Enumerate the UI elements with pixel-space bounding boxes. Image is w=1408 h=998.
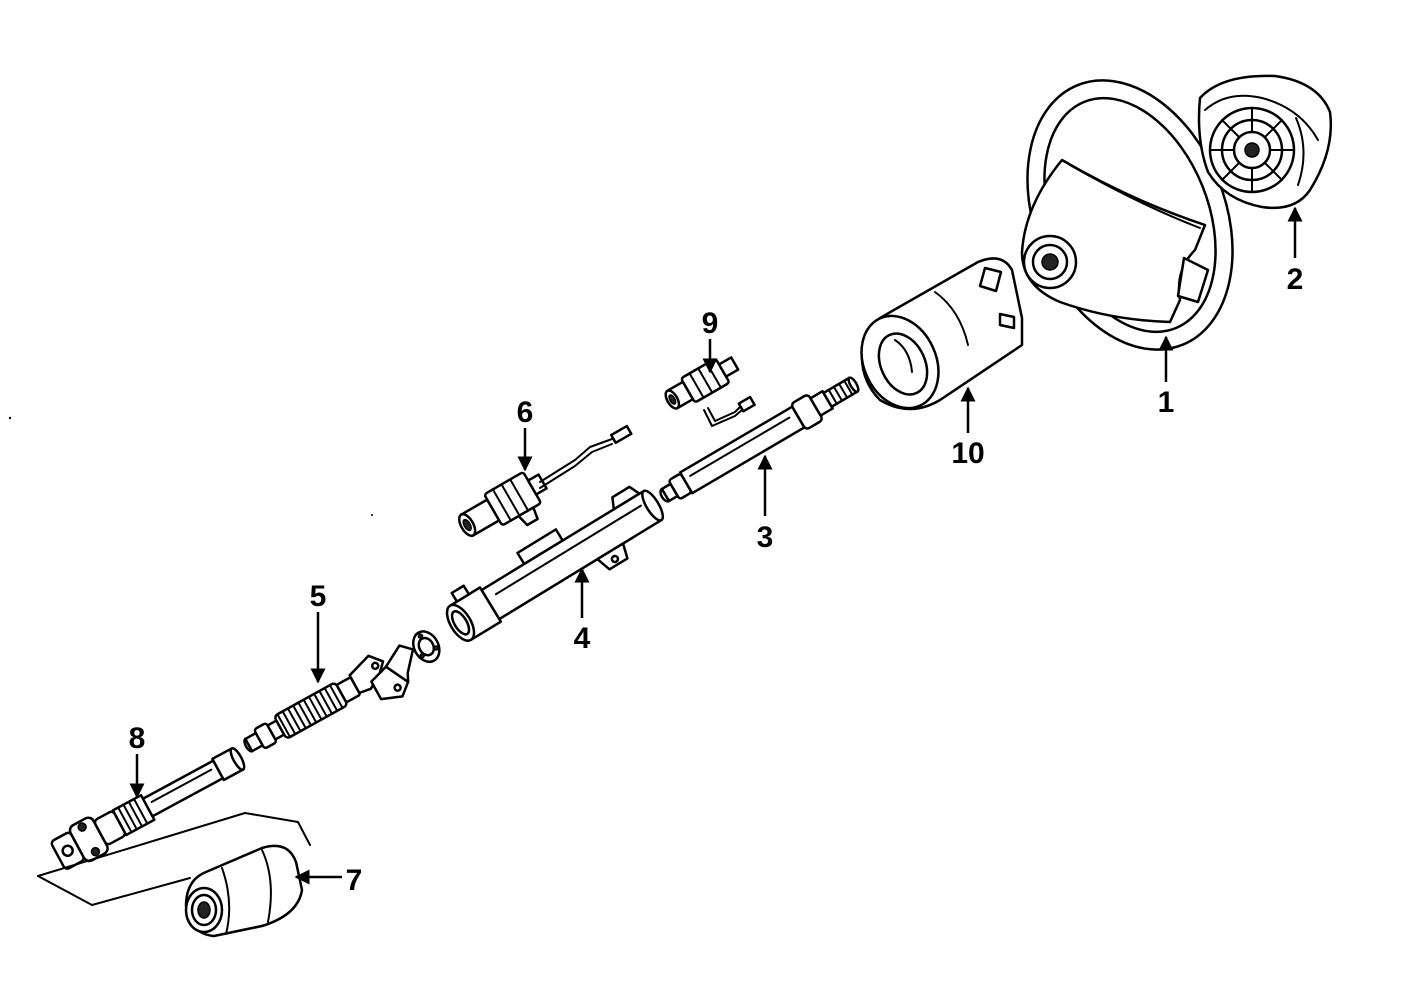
callout-8: 8 — [129, 722, 146, 799]
callout-3: 3 — [757, 454, 774, 554]
callout-label: 5 — [310, 580, 327, 613]
part-column-housing — [445, 485, 665, 642]
speck — [371, 514, 373, 516]
callout-7: 7 — [294, 864, 363, 897]
part-column-shroud — [860, 257, 1024, 411]
callout-9: 9 — [702, 307, 719, 374]
part-airbag-module — [1197, 74, 1333, 210]
part-boot-seal — [184, 844, 304, 938]
part-steering-wheel — [1020, 79, 1234, 351]
callout-label: 3 — [757, 521, 774, 554]
callout-6: 6 — [517, 396, 534, 472]
part-upper-shaft — [659, 376, 860, 503]
callout-1: 1 — [1158, 335, 1175, 419]
part-intermediate-shaft — [243, 630, 441, 753]
callout-2: 2 — [1287, 206, 1304, 296]
group-bracket — [37, 812, 311, 906]
callout-4: 4 — [574, 567, 591, 655]
callout-label: 10 — [951, 437, 984, 470]
callout-label: 1 — [1158, 386, 1175, 419]
part-ignition-lock-housing — [458, 424, 633, 538]
callout-label: 9 — [702, 307, 719, 340]
callout-label: 2 — [1287, 263, 1304, 296]
callout-label: 7 — [346, 864, 363, 897]
callout-label: 8 — [129, 722, 146, 755]
callout-label: 4 — [574, 622, 591, 655]
part-switch — [664, 356, 756, 427]
callout-label: 6 — [517, 396, 534, 429]
callout-10: 10 — [951, 386, 985, 470]
callout-5: 5 — [310, 580, 327, 684]
speck — [8, 416, 12, 420]
part-lower-shaft — [50, 746, 246, 870]
